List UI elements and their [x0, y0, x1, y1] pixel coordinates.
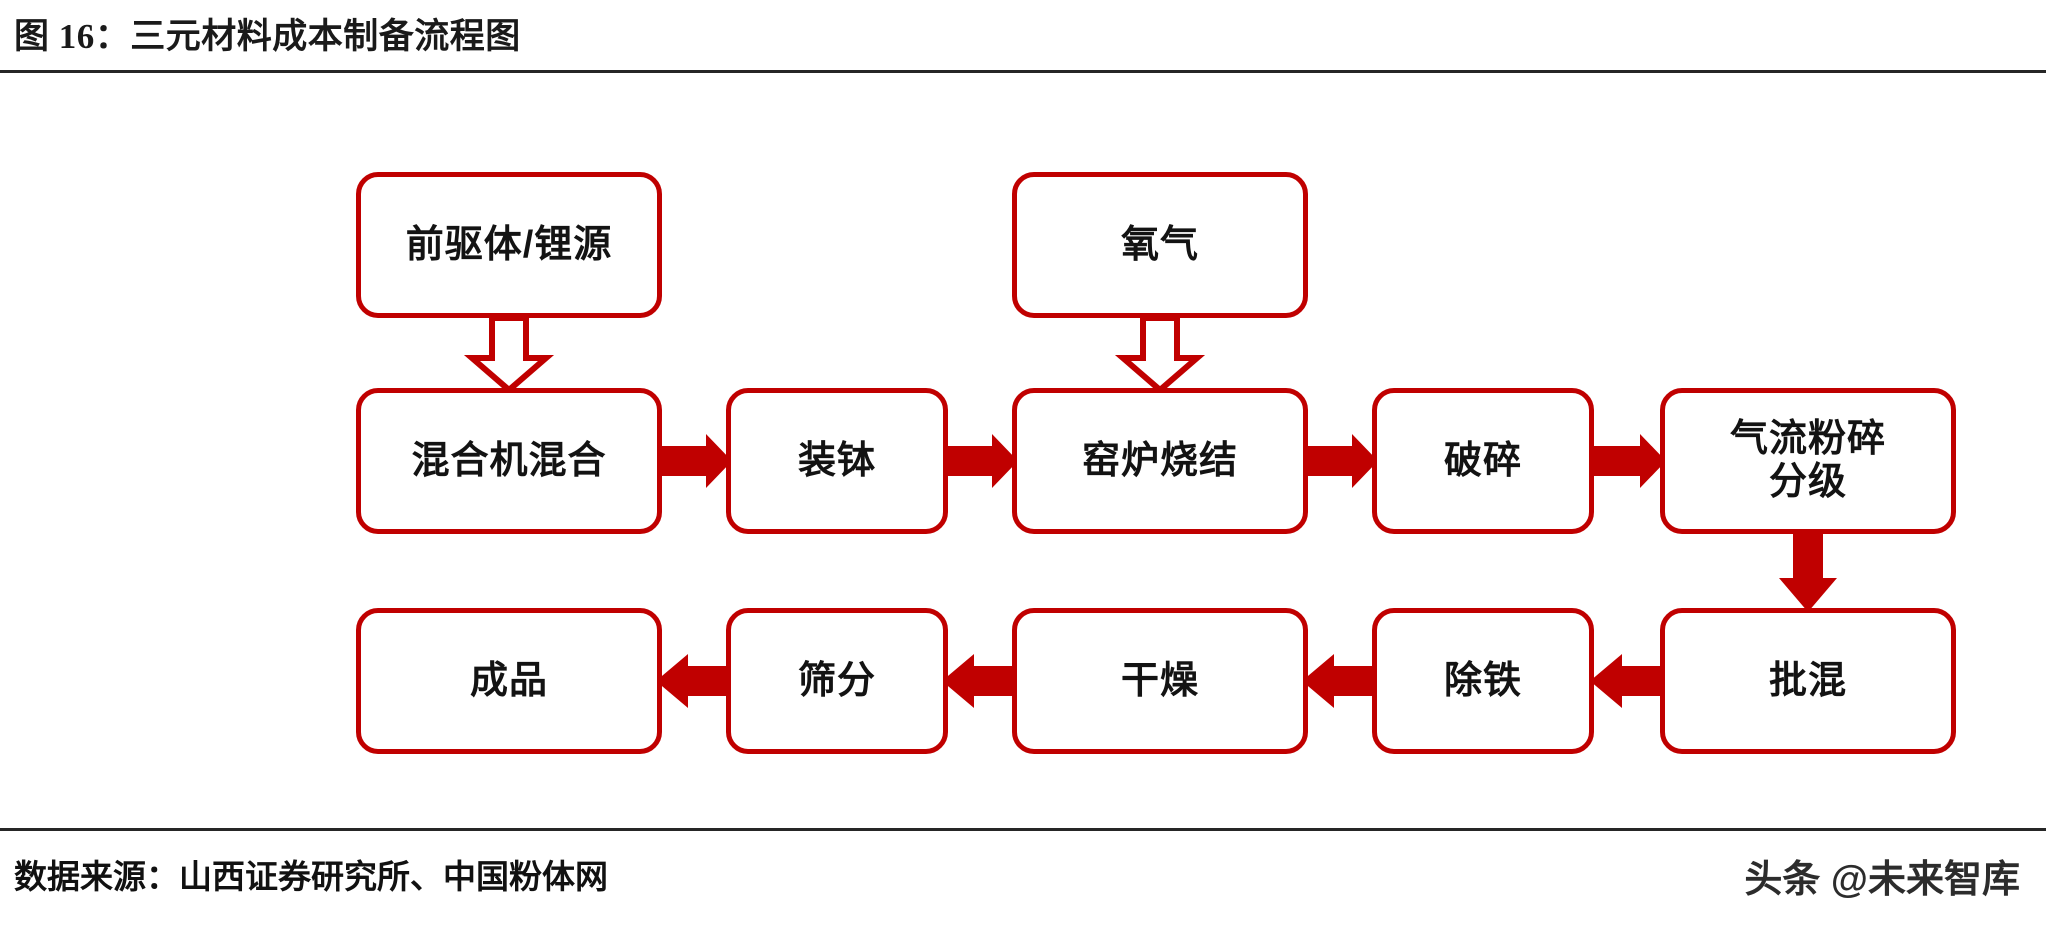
node-mixing[interactable]: 混合机混合	[356, 388, 662, 534]
arrow-mixing-to-potting	[662, 434, 732, 488]
node-drying[interactable]: 干燥	[1012, 608, 1308, 754]
node-crushing[interactable]: 破碎	[1372, 388, 1594, 534]
arrow-precursor-to-mixing	[463, 315, 555, 394]
node-batch-mixing[interactable]: 批混	[1660, 608, 1956, 754]
node-screening[interactable]: 筛分	[726, 608, 948, 754]
node-jet-milling-label: 气流粉碎 分级	[1729, 418, 1886, 503]
arrow-screening-to-product	[656, 654, 726, 708]
footer-divider	[0, 828, 2046, 831]
node-potting[interactable]: 装钵	[726, 388, 948, 534]
watermark: 头条 @未来智库	[1744, 859, 2020, 901]
node-oxygen[interactable]: 氧气	[1012, 172, 1308, 318]
node-iron-removal[interactable]: 除铁	[1372, 608, 1594, 754]
source-note: 数据来源：山西证券研究所、中国粉体网	[14, 858, 608, 895]
node-iron-removal-label: 除铁	[1443, 659, 1522, 702]
node-oxygen-label: 氧气	[1120, 223, 1199, 266]
node-precursor[interactable]: 前驱体/锂源	[356, 172, 662, 318]
node-finished-product[interactable]: 成品	[356, 608, 662, 754]
node-mixing-label: 混合机混合	[411, 439, 607, 482]
flowchart-canvas: 前驱体/锂源 氧气 混合机混合 装钵 窑炉烧结 破碎 气流粉碎 分级 批混 除铁…	[0, 70, 2046, 828]
node-potting-label: 装钵	[797, 439, 876, 482]
node-batch-mixing-label: 批混	[1768, 659, 1847, 702]
node-sintering-label: 窑炉烧结	[1081, 439, 1238, 482]
arrow-crushing-to-jetmill	[1594, 434, 1666, 488]
node-screening-label: 筛分	[797, 659, 876, 702]
node-crushing-label: 破碎	[1443, 439, 1522, 482]
arrow-deiron-to-drying	[1302, 654, 1372, 708]
arrow-jetmill-to-batchmix	[1779, 534, 1837, 612]
node-drying-label: 干燥	[1120, 659, 1199, 702]
arrow-oxygen-to-sintering	[1114, 315, 1206, 394]
node-sintering[interactable]: 窑炉烧结	[1012, 388, 1308, 534]
arrow-batchmix-to-deiron	[1590, 654, 1660, 708]
arrow-sintering-to-crushing	[1308, 434, 1378, 488]
arrow-drying-to-screening	[942, 654, 1012, 708]
arrow-potting-to-sintering	[948, 434, 1018, 488]
page-title: 图 16：三元材料成本制备流程图	[14, 17, 521, 56]
node-jet-milling[interactable]: 气流粉碎 分级	[1660, 388, 1956, 534]
node-precursor-label: 前驱体/锂源	[405, 223, 613, 266]
node-finished-product-label: 成品	[469, 659, 548, 702]
header-divider	[0, 70, 2046, 73]
